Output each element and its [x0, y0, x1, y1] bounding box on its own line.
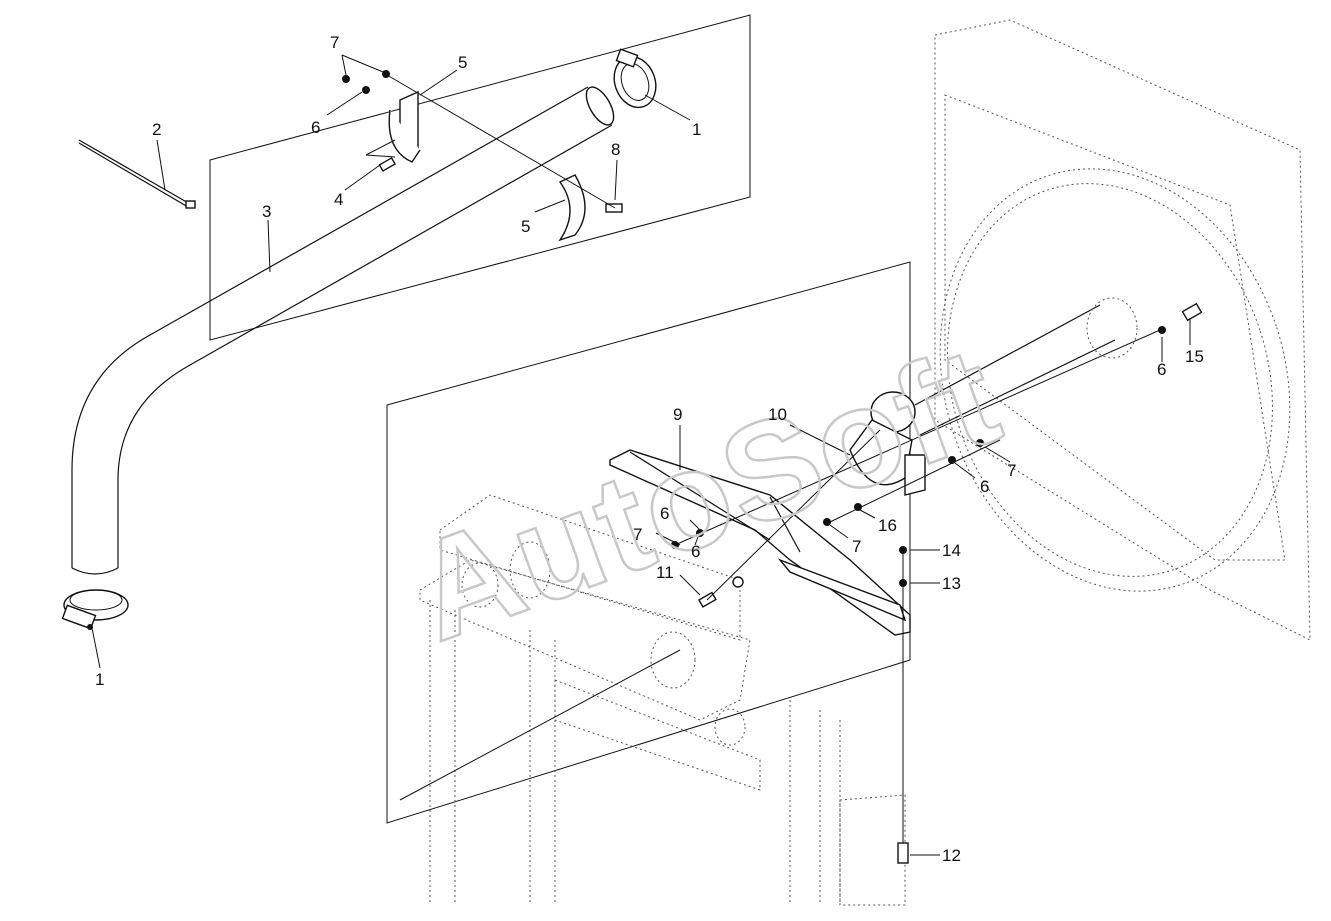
- callout-6-left-top: 6: [311, 118, 320, 137]
- nut-7b: [382, 70, 390, 78]
- callout-10: 10: [768, 405, 787, 424]
- callout-5-top: 5: [458, 53, 467, 72]
- callout-3: 3: [262, 202, 271, 221]
- callout-12: 12: [942, 846, 961, 865]
- hose-clamp-bottom: [61, 589, 129, 630]
- callout-1-top: 1: [692, 120, 701, 139]
- bolt-4: [378, 156, 397, 172]
- callout-6-right: 6: [1157, 360, 1166, 379]
- bracket-upper: [388, 90, 421, 163]
- cable-tie: [78, 139, 196, 209]
- washer-6a: [362, 86, 370, 94]
- bracket-lower: [558, 174, 586, 242]
- bolt-15: [1181, 302, 1203, 322]
- callout-9: 9: [673, 405, 682, 424]
- callout-7-left: 7: [633, 525, 642, 544]
- frame-assembly: [419, 494, 906, 906]
- watermark: AutoSoft: [394, 315, 1018, 670]
- callout-8: 8: [611, 140, 620, 159]
- callout-14: 14: [942, 541, 961, 560]
- washer-6-right: [1158, 326, 1166, 334]
- callout-5-bottom: 5: [521, 217, 530, 236]
- callout-4: 4: [334, 190, 343, 209]
- callout-7-top: 7: [330, 33, 339, 52]
- callout-6-left-upper: 6: [660, 504, 669, 523]
- callout-2: 2: [152, 120, 161, 139]
- leader-lines: [91, 54, 1191, 856]
- nut-7-mid: [823, 518, 831, 526]
- callout-13: 13: [942, 574, 961, 593]
- nut-7-right: [976, 439, 984, 447]
- callout-7-mid: 7: [852, 537, 861, 556]
- callout-6-mid: 6: [980, 477, 989, 496]
- callout-7-right: 7: [1007, 461, 1016, 480]
- support-arm: [609, 449, 911, 636]
- hose-clamp-top: [613, 48, 657, 109]
- lower-panel: [386, 261, 911, 824]
- upper-panel: [209, 14, 751, 341]
- bolt-12: [897, 842, 909, 864]
- callout-16: 16: [878, 516, 897, 535]
- exhaust-elbow: [849, 391, 926, 496]
- bolt-8: [605, 203, 623, 213]
- callout-11: 11: [656, 563, 674, 582]
- callout-6-left-lower: 6: [691, 542, 700, 561]
- nut-7a: [342, 75, 350, 83]
- tail-pipe: [914, 297, 1138, 436]
- callout-1-bottom: 1: [95, 670, 104, 689]
- washer-11: [732, 576, 744, 588]
- exhaust-pipe: [71, 86, 615, 575]
- callout-15: 15: [1185, 347, 1204, 366]
